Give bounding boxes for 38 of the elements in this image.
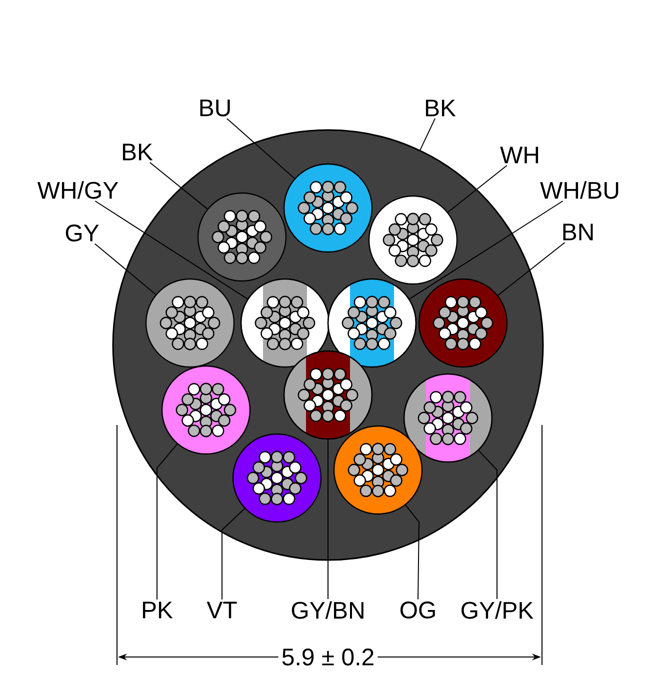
color-code-label: GY/PK [462, 601, 534, 619]
color-code-label: WH [500, 146, 538, 164]
leader-line [409, 200, 564, 300]
wire-core [403, 373, 493, 463]
wire-core [232, 433, 322, 523]
color-code-label: BK [426, 100, 456, 116]
wire-core [283, 163, 373, 253]
wire-core [368, 195, 458, 285]
color-code-label: GY [66, 224, 99, 242]
leader-line [149, 162, 208, 210]
leader-line [497, 242, 566, 296]
leader-line [94, 243, 156, 295]
color-code-label: VT [206, 602, 237, 618]
wire-core [197, 192, 287, 282]
wire-core [283, 350, 373, 440]
color-code-label: GY/BN [292, 601, 364, 619]
color-code-label: WH/BU [540, 181, 618, 199]
leader-line [94, 200, 248, 300]
color-code-label: BK [122, 144, 153, 160]
wire-core [240, 278, 330, 368]
color-code-label: PK [142, 602, 173, 618]
leader-line [478, 450, 498, 600]
color-code-label: BN [563, 224, 593, 240]
leader-line [156, 444, 178, 600]
dimension-label: 5.9 ± 0.2 [278, 646, 378, 668]
wire-core [418, 278, 508, 368]
color-code-label: WH/GY [37, 181, 118, 199]
leader-line [405, 504, 420, 600]
wire-core [161, 365, 251, 455]
leader-line [222, 508, 246, 600]
wire-core [327, 278, 417, 368]
wire-core [333, 425, 423, 515]
leader-line [226, 118, 296, 179]
color-code-label: OG [400, 602, 435, 618]
color-code-label: BU [200, 100, 230, 116]
leader-line [420, 118, 436, 150]
leader-line [447, 164, 508, 213]
wire-core [145, 278, 235, 368]
